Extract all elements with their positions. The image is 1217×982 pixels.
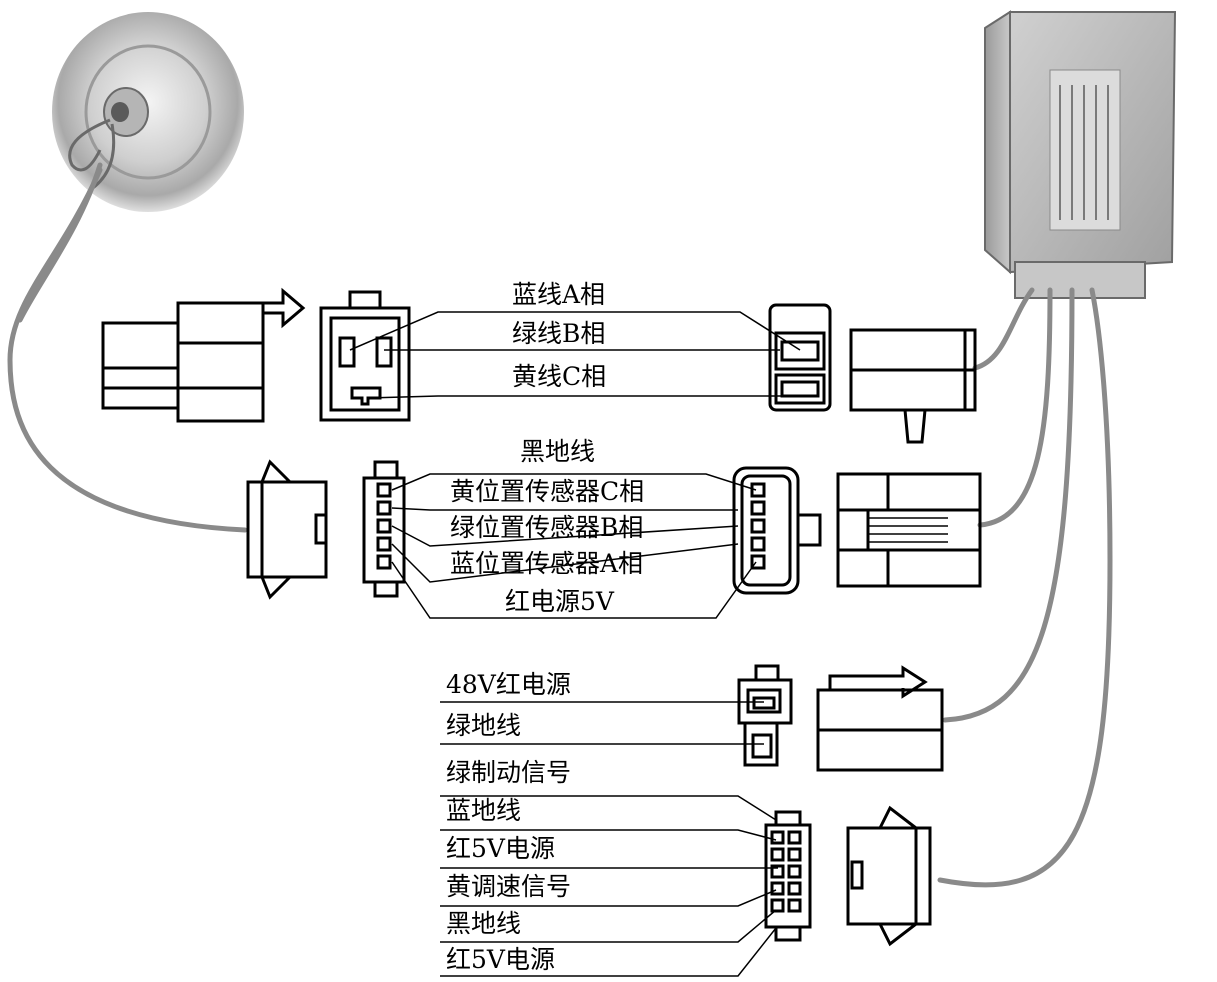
motor-phase-plug-left [101,287,306,423]
wire-motor-branch [17,162,103,323]
controller-box-icon [984,10,1177,299]
motor-phase-plug-right [849,328,977,444]
label-phase-b: 绿线B相 [512,319,606,348]
throttle-plug [846,805,932,947]
label-phase-a: 蓝线A相 [512,280,606,309]
motor-phase-socket-side [768,303,832,412]
hub-motor-icon [52,12,244,212]
label-black-ground: 黑地线 [446,909,522,938]
hall-plug-right [836,472,982,588]
label-brake-signal: 绿制动信号 [446,758,572,787]
label-red-5v-a: 红5V电源 [446,834,555,863]
hall-socket-front [362,460,406,598]
label-power-ground: 绿地线 [446,711,522,740]
power-plug [816,665,944,772]
wire-power-to-controller [942,287,1075,723]
wire-motor-to-hall [7,167,248,533]
power-socket [737,664,793,767]
label-phase-c: 黄线C相 [512,362,607,391]
phase-lead-lines [349,311,801,399]
throttle-socket [764,810,812,942]
hall-socket-side [732,466,822,595]
label-hall-sensor-c: 黄位置传感器C相 [450,477,645,506]
label-red-5v-b: 红5V电源 [446,945,555,974]
power-lead-lines [440,701,764,745]
label-hall-power-5v: 红电源5V [505,587,614,616]
wire-phase-to-controller [972,287,1035,371]
wire-harness [7,162,1113,888]
hall-lead-lines [391,473,757,619]
wire-hall-to-controller [977,287,1053,528]
label-hall-sensor-b: 绿位置传感器B相 [450,513,644,542]
label-hall-sensor-a: 蓝位置传感器A相 [450,549,644,578]
label-blue-ground: 蓝地线 [446,796,522,825]
throttle-lead-lines [440,795,778,977]
motor-phase-socket-front [319,290,411,422]
label-speed-signal: 黄调速信号 [446,872,572,901]
hall-plug-left [246,459,328,600]
label-hall-ground: 黑地线 [520,437,596,466]
wire-throttle-to-controller [937,287,1113,888]
label-power-48v: 48V红电源 [446,670,571,699]
